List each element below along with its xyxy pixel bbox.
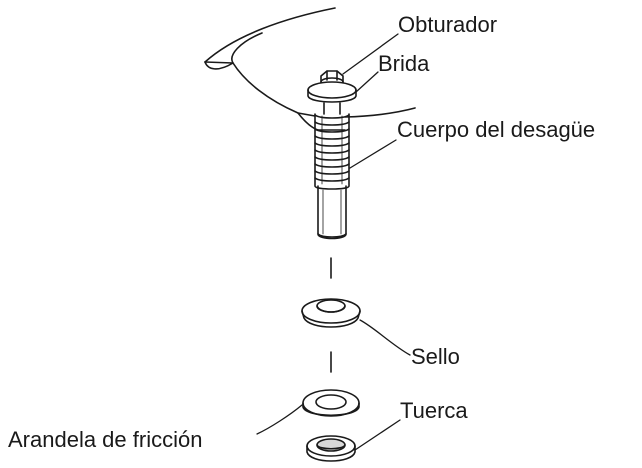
sink-basin — [204, 7, 416, 131]
leader-arandela — [256, 404, 303, 435]
leader-lines — [256, 33, 411, 451]
sello-seal — [301, 298, 361, 328]
cuerpo-drain-body — [314, 113, 350, 240]
leader-obturador — [342, 33, 399, 75]
leader-tuerca — [354, 419, 401, 451]
label-obturador: Obturador — [398, 12, 498, 37]
label-tuerca: Tuerca — [400, 398, 468, 423]
leader-sello — [359, 319, 411, 356]
label-cuerpo-del-desague: Cuerpo del desagüe — [397, 117, 596, 142]
arandela-friction-washer — [302, 389, 360, 417]
brida-flange — [307, 81, 357, 115]
leader-cuerpo — [349, 139, 397, 169]
label-arandela-de-friccion: Arandela de fricción — [8, 427, 203, 452]
tuerca-nut — [306, 435, 356, 462]
leader-brida — [355, 71, 379, 93]
label-brida: Brida — [378, 51, 430, 76]
label-sello: Sello — [411, 344, 460, 369]
